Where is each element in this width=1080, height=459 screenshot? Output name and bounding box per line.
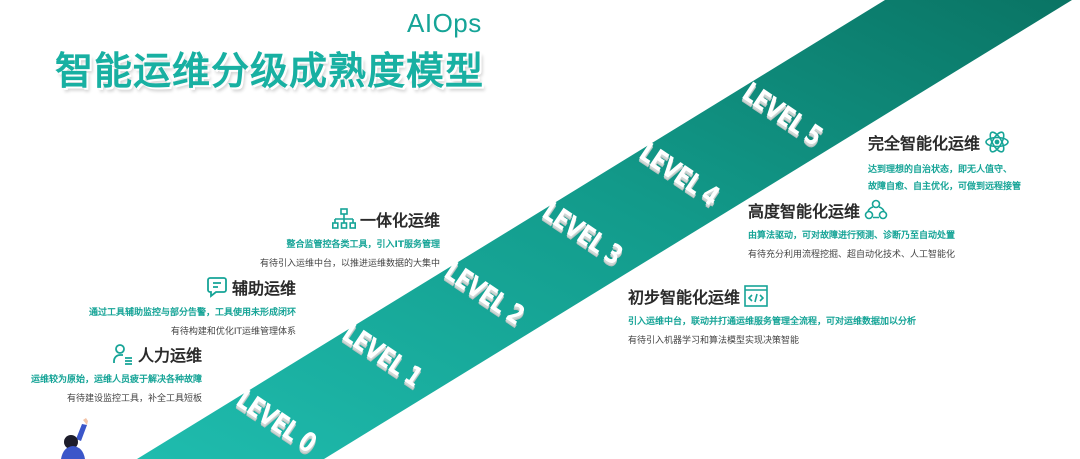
stage-4-high-intelligent-ops: 高度智能化运维 由算法驱动，可对故障进行预测、诊断乃至自动处置 有待充分利用流程… <box>748 198 955 260</box>
stage-0-title: 人力运维 <box>137 346 202 365</box>
stage-5-description-cont: 故障自愈、自主优化，可做到远程接管 <box>868 182 1022 192</box>
stage-4-next-step: 有待充分利用流程挖掘、超自动化技术、人工智能化 <box>748 250 956 260</box>
stage-1-assisted-ops: 辅助运维 通过工具辅助监控与部分告警，工具使用未形成闭环 有待构建和优化IT运维… <box>89 275 296 337</box>
network-nodes-icon <box>864 199 888 221</box>
stage-0-description: 运维较为原始，运维人员疲于解决各种故障 <box>30 375 202 385</box>
user-list-icon <box>112 343 134 365</box>
stage-1-next-step: 有待构建和优化IT运维管理体系 <box>170 327 296 337</box>
stage-1-title: 辅助运维 <box>231 279 296 298</box>
code-window-icon <box>744 285 768 307</box>
stage-5-title: 完全智能化运维 <box>868 134 981 153</box>
stage-4-title: 高度智能化运维 <box>748 202 861 221</box>
message-edit-icon <box>206 276 228 298</box>
stage-2-description: 整合监管控各类工具，引入IT服务管理 <box>286 240 441 250</box>
stage-2-integrated-ops: 一体化运维 整合监管控各类工具，引入IT服务管理 有待引入运维中台，以推进运维数… <box>260 207 440 269</box>
stage-5-description: 达到理想的自治状态，即无人值守、 <box>868 165 1013 175</box>
atom-icon <box>984 130 1010 154</box>
stage-3-description: 引入运维中台，联动并打通运维服务管理全流程，可对运维数据加以分析 <box>628 317 917 327</box>
stage-5-full-intelligent-ops: 完全智能化运维 达到理想的自治状态，即无人值守、 故障自愈、自主优化，可做到远程… <box>868 130 1021 192</box>
stage-0-manual-ops: 人力运维 运维较为原始，运维人员疲于解决各种故障 有待建设监控工具，补全工具短板 <box>31 342 202 404</box>
person-pointing-illustration <box>61 418 88 459</box>
stage-4-description: 由算法驱动，可对故障进行预测、诊断乃至自动处置 <box>748 231 956 241</box>
stage-2-title: 一体化运维 <box>359 211 440 230</box>
stage-3-initial-intelligent-ops: 初步智能化运维 引入运维中台，联动并打通运维服务管理全流程，可对运维数据加以分析… <box>628 284 916 346</box>
stage-0-next-step: 有待建设监控工具，补全工具短板 <box>66 394 202 404</box>
stage-2-next-step: 有待引入运维中台，以推进运维数据的大集中 <box>259 259 440 269</box>
stage-3-next-step: 有待引入机器学习和算法模型实现决策智能 <box>628 336 800 346</box>
hierarchy-icon <box>331 208 356 230</box>
title-english: AIOps <box>407 8 482 38</box>
stage-3-title: 初步智能化运维 <box>628 288 741 307</box>
stage-1-description: 通过工具辅助监控与部分告警，工具使用未形成闭环 <box>88 308 296 318</box>
page-title: 智能运维分级成熟度模型 <box>55 49 485 93</box>
